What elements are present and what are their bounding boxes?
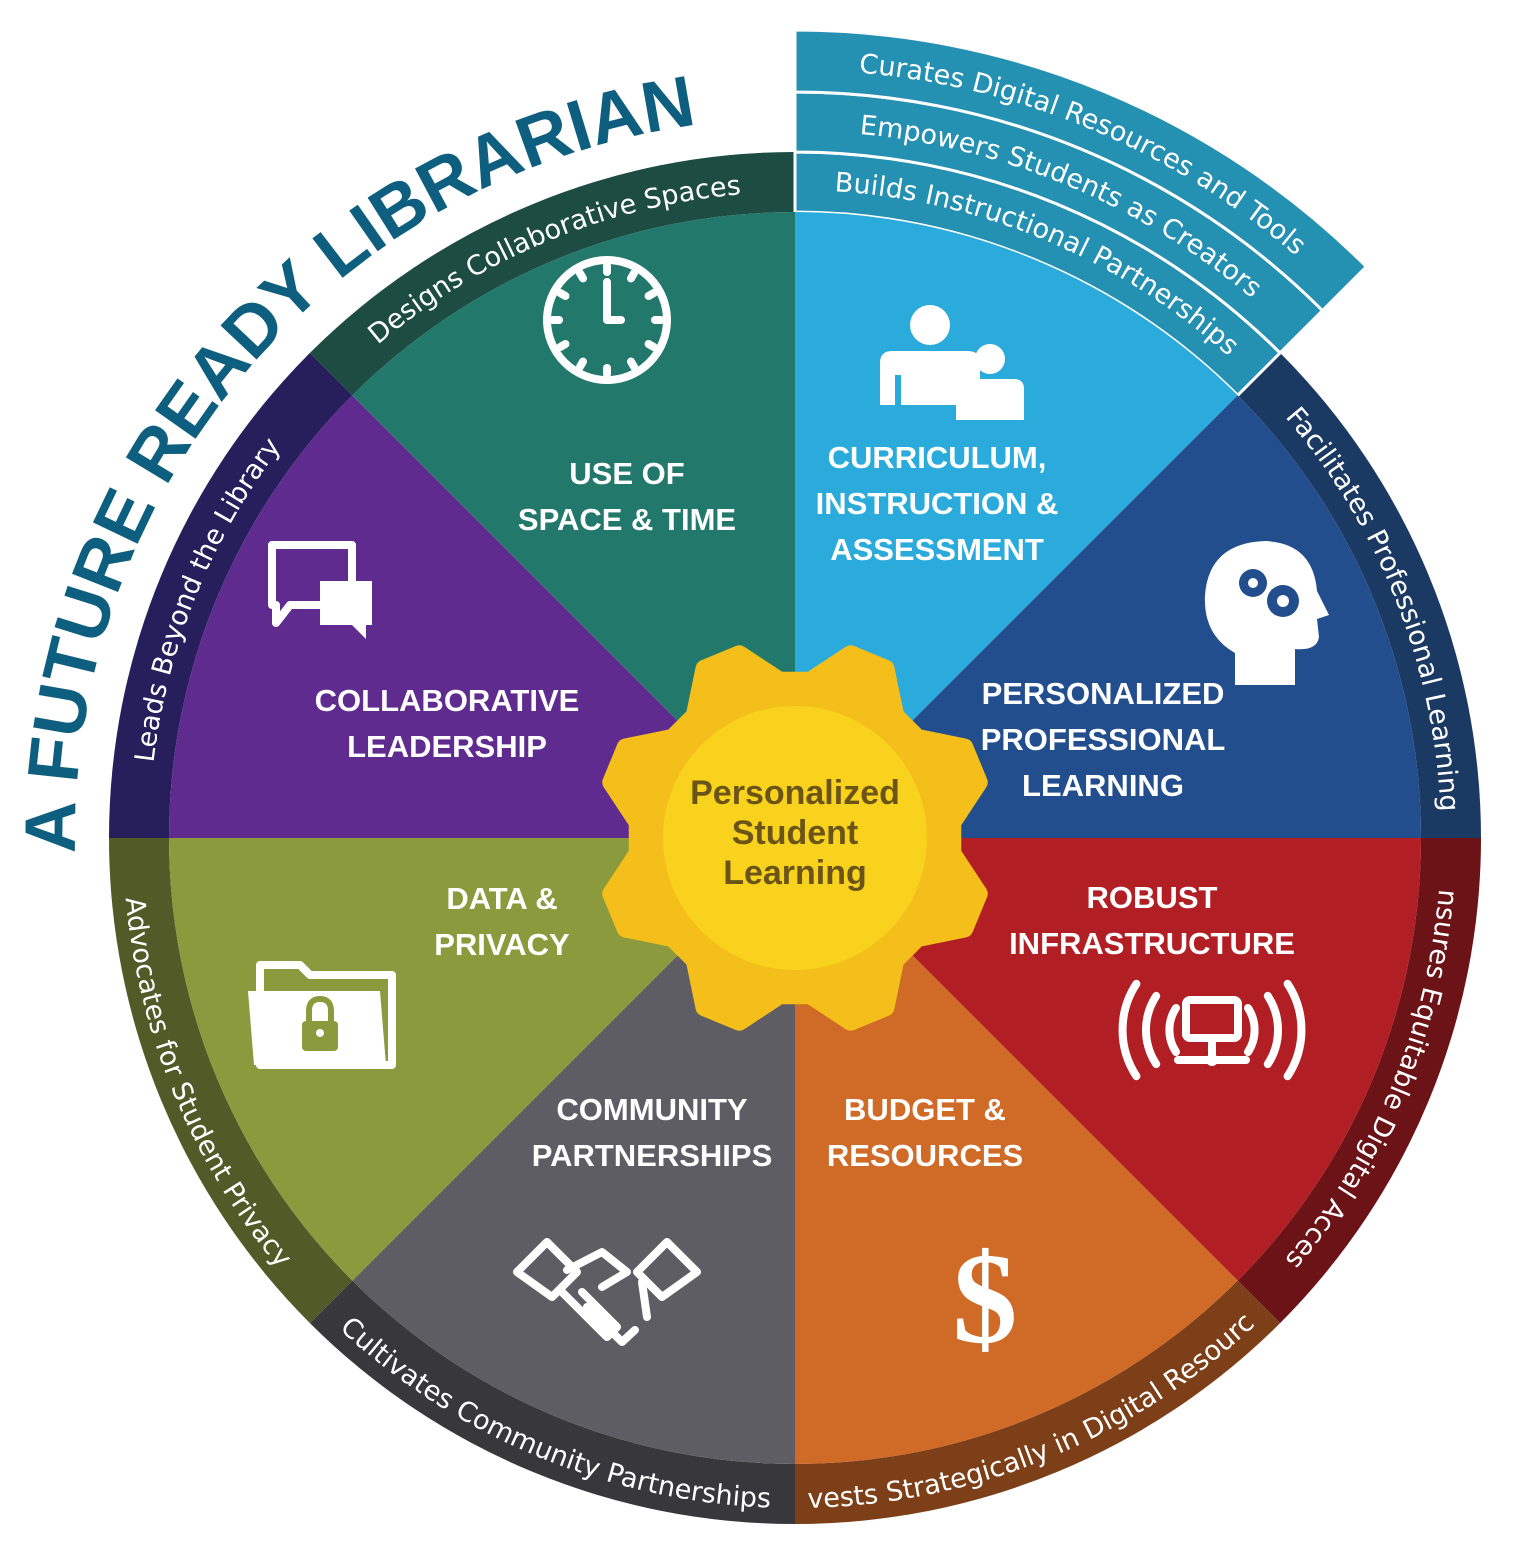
- space-time-ring-band: [309, 152, 795, 396]
- curriculum-title: CURRICULUM, INSTRUCTION & ASSESSMENT: [816, 440, 1059, 567]
- center-gear: [602, 645, 988, 1031]
- infrastructure-ring-band: [1237, 838, 1481, 1324]
- wedge-group: [168, 212, 1421, 1464]
- clock-icon: [543, 256, 671, 384]
- handshake-icon: [513, 1238, 701, 1346]
- space-time-title-line: SPACE & TIME: [518, 502, 736, 537]
- leadership-wedge: [169, 395, 795, 838]
- leadership-title-line: LEADERSHIP: [347, 729, 547, 764]
- teacher-student-icon: [880, 305, 1024, 420]
- locked-folder-icon: [248, 961, 396, 1069]
- infrastructure-title-line: ROBUST: [1087, 880, 1218, 915]
- leadership-title: COLLABORATIVE LEADERSHIP: [315, 683, 580, 764]
- community-title-line: PARTNERSHIPS: [532, 1138, 773, 1173]
- chat-bubbles-icon: [268, 541, 372, 639]
- infrastructure-wedge: [795, 838, 1421, 1281]
- curriculum-title-line: CURRICULUM,: [828, 440, 1047, 475]
- budget-title: BUDGET & RESOURCES: [827, 1092, 1023, 1173]
- data-privacy-ring-band: [109, 838, 353, 1324]
- community-title: COMMUNITY PARTNERSHIPS: [532, 1092, 773, 1173]
- leadership-ring-band: [109, 352, 353, 838]
- space-time-title-line: USE OF: [569, 456, 684, 491]
- data-privacy-title-line: DATA &: [446, 881, 557, 916]
- community-ring-band: [309, 1280, 795, 1524]
- budget-title-line: RESOURCES: [827, 1138, 1023, 1173]
- community-wedge: [352, 838, 795, 1464]
- dollar-icon: $: [953, 1227, 1018, 1371]
- gear-inner-circle: [663, 706, 927, 970]
- professional-learning-title-line: LEARNING: [1022, 768, 1184, 803]
- head-gears-icon: [1204, 541, 1329, 685]
- curriculum-title-line: INSTRUCTION &: [816, 486, 1059, 521]
- data-privacy-title-line: PRIVACY: [434, 927, 570, 962]
- leadership-title-line: COLLABORATIVE: [315, 683, 580, 718]
- data-privacy-title: DATA & PRIVACY: [434, 881, 570, 962]
- community-title-line: COMMUNITY: [556, 1092, 747, 1127]
- professional-learning-title-line: PERSONALIZED: [982, 676, 1225, 711]
- professional-learning-title: PERSONALIZED PROFESSIONAL LEARNING: [981, 676, 1226, 803]
- network-signal-icon: [1118, 979, 1306, 1081]
- outer-ring: [109, 28, 1481, 1524]
- svg-text:$: $: [953, 1227, 1018, 1371]
- budget-title-line: BUDGET &: [844, 1092, 1006, 1127]
- center-label-line: Learning: [723, 854, 867, 892]
- infrastructure-title-line: INFRASTRUCTURE: [1009, 926, 1295, 961]
- infrastructure-title: ROBUST INFRASTRUCTURE: [1009, 880, 1295, 961]
- budget-wedge: [795, 838, 1238, 1464]
- professional-learning-ring-band: [1237, 352, 1481, 838]
- data-privacy-wedge: [168, 838, 795, 1281]
- curriculum-title-line: ASSESSMENT: [830, 532, 1044, 567]
- space-time-wedge: [352, 212, 795, 838]
- professional-learning-wedge: [795, 395, 1421, 838]
- center-label-line: Student: [732, 814, 859, 852]
- space-time-title: USE OF SPACE & TIME: [518, 456, 736, 537]
- professional-learning-title-line: PROFESSIONAL: [981, 722, 1226, 757]
- icon-group: $: [248, 256, 1329, 1371]
- budget-ring-band: [795, 1280, 1281, 1524]
- curriculum-ring-band: [793, 28, 1369, 313]
- center-label-line: Personalized: [690, 774, 900, 812]
